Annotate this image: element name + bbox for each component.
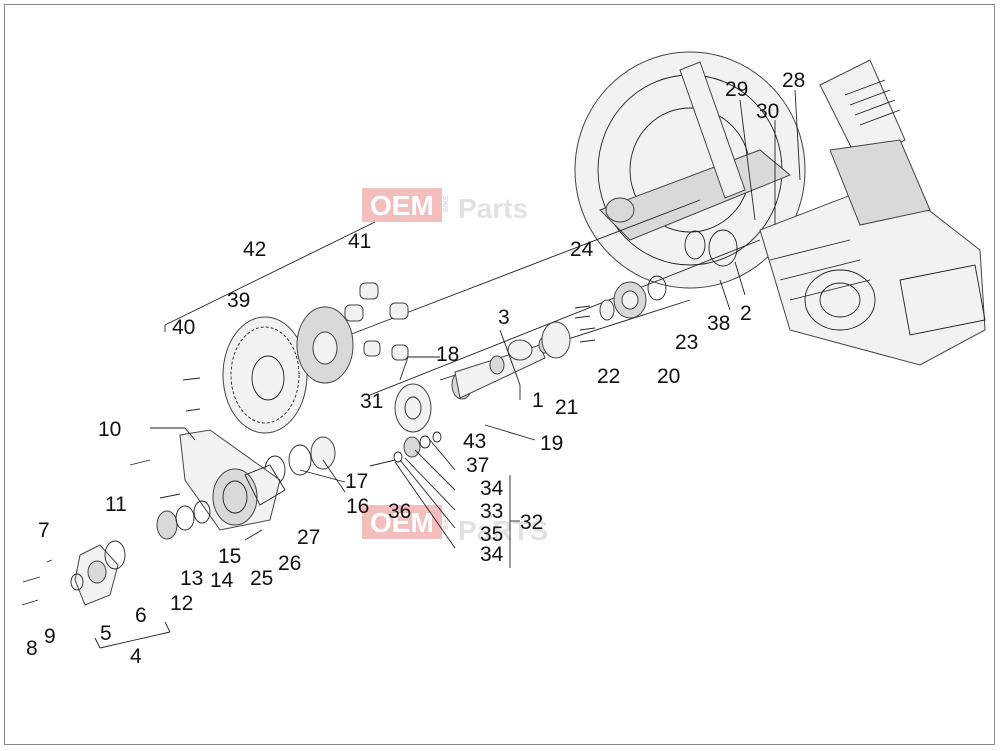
leader-lines [94,89,801,649]
watermark-top: OEM BIKE Parts [362,188,528,224]
end-cover [70,540,126,606]
label-15: 15 [218,545,241,568]
label-29: 29 [725,78,748,101]
ring-group [156,500,211,540]
label-18: 18 [436,343,459,366]
watermark-bike-2: BIKE [443,513,450,530]
label-2: 2 [740,302,752,325]
label-36: 36 [388,500,411,523]
label-26: 26 [278,552,301,575]
label-38: 38 [707,312,730,335]
label-19: 19 [540,432,563,455]
label-37: 37 [466,454,489,477]
watermark-parts: Parts [458,193,528,224]
label-7: 7 [38,519,50,542]
label-5: 5 [100,622,112,645]
universal-joint [489,336,552,375]
bearing-group [541,229,738,359]
label-24: 24 [570,238,594,261]
label-12: 12 [170,592,193,615]
label-34-a: 34 [480,477,504,500]
rear-sprocket [222,316,308,434]
bolts-24 [574,305,596,343]
label-23: 23 [675,331,698,354]
swing-arm-assembly [179,429,286,531]
label-42: 42 [243,238,266,261]
label-27: 27 [297,526,320,549]
drive-sprocket [394,383,432,433]
label-40: 40 [172,316,195,339]
label-17: 17 [345,470,368,493]
label-8: 8 [26,637,38,660]
label-6: 6 [135,604,147,627]
label-35: 35 [480,523,503,546]
engine-wheel-assembly [574,51,986,366]
small-bolts [21,377,263,606]
watermark-oem: OEM [370,190,434,221]
watermark-oem-2: OEM [370,507,434,538]
label-32: 32 [520,511,543,534]
label-13: 13 [180,567,203,590]
label-33: 33 [480,500,503,523]
label-3: 3 [498,306,510,329]
label-14: 14 [210,569,234,592]
label-4: 4 [130,645,142,668]
label-34-b: 34 [480,543,504,566]
label-11: 11 [105,493,127,516]
diagram-frame [4,4,995,745]
watermark-bottom: OEM BIKE PaRTS [362,505,548,546]
part-labels: 1 2 3 4 5 6 7 8 9 10 11 12 13 14 15 16 1… [26,69,805,668]
label-39: 39 [227,289,250,312]
label-9: 9 [44,625,56,648]
label-1: 1 [532,389,544,412]
label-10: 10 [98,418,121,441]
sprocket-hub [296,282,409,384]
label-21: 21 [555,396,578,419]
label-30: 30 [756,100,779,123]
label-20: 20 [657,365,680,388]
label-28: 28 [782,69,805,92]
label-25: 25 [250,567,273,590]
label-43: 43 [463,430,486,453]
watermark-bike: BIKE [443,195,450,212]
label-41: 41 [348,230,371,253]
bearing-stack [264,431,442,485]
label-22: 22 [597,365,620,388]
label-16: 16 [346,495,369,518]
watermark-parts-2: PaRTS [458,515,548,546]
label-31: 31 [360,390,383,413]
